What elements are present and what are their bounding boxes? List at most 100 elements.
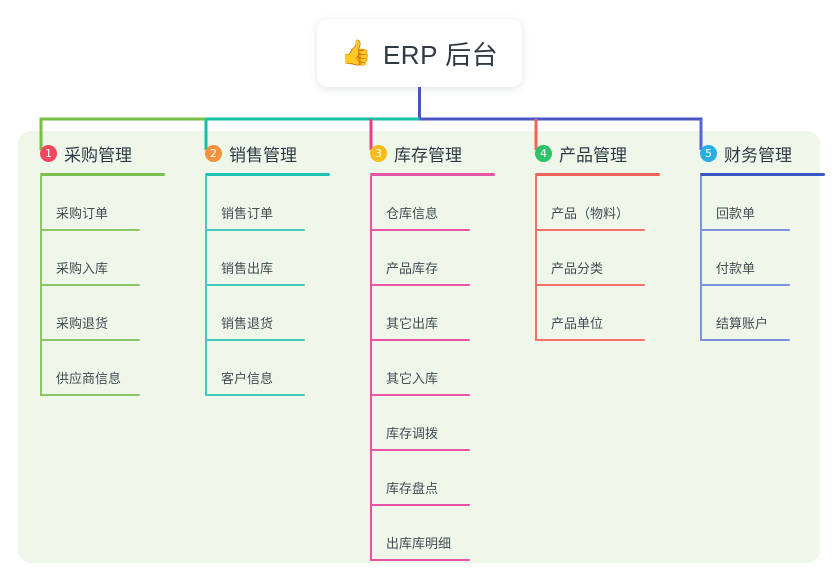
branch-header-4[interactable]: 4 产品管理: [515, 131, 660, 176]
branch-column-3: 3 库存管理仓库信息产品库存其它出库其它入库库存调拨库存盘点出库库明细: [350, 131, 495, 561]
root-title: ERP 后台: [382, 39, 499, 70]
leaf-item[interactable]: 出库库明细: [350, 506, 470, 561]
branch-underline: [370, 173, 495, 176]
leaf-label: 采购订单: [56, 206, 109, 221]
leaf-label: 采购入库: [56, 261, 109, 276]
leaf-underline: [205, 229, 305, 231]
leaf-item[interactable]: 采购退货: [20, 286, 140, 341]
leaf-list: 回款单付款单结算账户: [680, 176, 792, 341]
leaf-item[interactable]: 产品分类: [515, 231, 645, 286]
leaf-list: 采购订单采购入库采购退货供应商信息: [20, 176, 140, 396]
leaf-underline: [370, 449, 470, 451]
leaf-underline: [205, 394, 305, 396]
leaf-label: 供应商信息: [56, 371, 122, 386]
leaf-underline: [370, 229, 470, 231]
branch-underline: [535, 173, 660, 176]
branch-number-badge: 4: [535, 145, 552, 162]
leaf-item[interactable]: 库存盘点: [350, 451, 470, 506]
leaf-underline: [40, 284, 140, 286]
branch-spine: [40, 176, 42, 396]
leaf-list: 产品（物料） 产品分类产品单位: [515, 176, 645, 341]
branch-header-5[interactable]: 5 财务管理: [680, 131, 825, 176]
leaf-underline: [535, 339, 645, 341]
branch-column-4: 4 产品管理产品（物料） 产品分类产品单位: [515, 131, 660, 341]
leaf-label: 其它入库: [386, 371, 439, 386]
leaf-label: 销售退货: [221, 316, 274, 331]
leaf-underline: [700, 284, 790, 286]
branch-spine: [205, 176, 207, 396]
leaf-label: 产品（物料）: [551, 206, 630, 221]
branch-header-1[interactable]: 1 采购管理: [20, 131, 165, 176]
leaf-item[interactable]: 客户信息: [185, 341, 305, 396]
leaf-underline: [700, 339, 790, 341]
leaf-underline: [535, 284, 645, 286]
leaf-underline: [205, 339, 305, 341]
branch-number-badge: 1: [40, 145, 57, 162]
leaf-label: 销售订单: [221, 206, 274, 221]
leaf-underline: [370, 284, 470, 286]
branch-number-badge: 3: [370, 145, 387, 162]
branch-underline: [40, 173, 165, 176]
leaf-item[interactable]: 其它出库: [350, 286, 470, 341]
leaf-label: 付款单: [716, 261, 756, 276]
leaf-item[interactable]: 产品库存: [350, 231, 470, 286]
branches-panel: [18, 131, 820, 563]
leaf-item[interactable]: 仓库信息: [350, 176, 470, 231]
leaf-item[interactable]: 采购入库: [20, 231, 140, 286]
leaf-underline: [700, 229, 790, 231]
branch-underline: [205, 173, 330, 176]
root-node-content: 👍 ERP 后台: [341, 35, 498, 72]
leaf-item[interactable]: 结算账户: [680, 286, 792, 341]
leaf-item[interactable]: 供应商信息: [20, 341, 140, 396]
leaf-item[interactable]: 产品单位: [515, 286, 645, 341]
branch-spine: [535, 176, 537, 341]
leaf-item[interactable]: 采购订单: [20, 176, 140, 231]
leaf-underline: [40, 339, 140, 341]
leaf-underline: [370, 394, 470, 396]
leaf-underline: [205, 284, 305, 286]
leaf-item[interactable]: 回款单: [680, 176, 792, 231]
leaf-label: 回款单: [716, 206, 756, 221]
leaf-item[interactable]: 付款单: [680, 231, 792, 286]
leaf-list: 仓库信息产品库存其它出库其它入库库存调拨库存盘点出库库明细: [350, 176, 470, 561]
leaf-list: 销售订单销售出库销售退货客户信息: [185, 176, 305, 396]
branch-label: 采购管理: [64, 146, 132, 165]
leaf-label: 库存调拨: [386, 426, 439, 441]
leaf-label: 仓库信息: [386, 206, 439, 221]
leaf-item[interactable]: 销售退货: [185, 286, 305, 341]
leaf-underline: [370, 559, 470, 561]
leaf-item[interactable]: 其它入库: [350, 341, 470, 396]
branch-column-5: 5 财务管理回款单付款单结算账户: [680, 131, 825, 341]
branch-header-3[interactable]: 3 库存管理: [350, 131, 495, 176]
leaf-label: 其它出库: [386, 316, 439, 331]
leaf-item[interactable]: 销售订单: [185, 176, 305, 231]
branch-number-badge: 5: [700, 145, 717, 162]
branch-label: 产品管理: [559, 146, 627, 165]
thumbs-up-icon: 👍: [340, 38, 372, 67]
leaf-label: 产品库存: [386, 261, 439, 276]
leaf-underline: [370, 504, 470, 506]
branch-underline: [700, 173, 825, 176]
leaf-label: 结算账户: [716, 316, 769, 331]
leaf-underline: [40, 229, 140, 231]
branch-label: 库存管理: [394, 146, 462, 165]
leaf-underline: [40, 394, 140, 396]
leaf-label: 产品单位: [551, 316, 604, 331]
branch-spine: [700, 176, 702, 341]
leaf-label: 客户信息: [221, 371, 274, 386]
leaf-label: 出库库明细: [386, 536, 452, 551]
leaf-underline: [370, 339, 470, 341]
leaf-underline: [535, 229, 645, 231]
branch-label: 财务管理: [724, 146, 792, 165]
branch-spine: [370, 176, 372, 561]
leaf-item[interactable]: 销售出库: [185, 231, 305, 286]
leaf-label: 销售出库: [221, 261, 274, 276]
leaf-label: 采购退货: [56, 316, 109, 331]
leaf-item[interactable]: 库存调拨: [350, 396, 470, 451]
branch-label: 销售管理: [229, 146, 297, 165]
leaf-item[interactable]: 产品（物料）: [515, 176, 645, 231]
root-node[interactable]: 👍 ERP 后台: [317, 19, 522, 87]
